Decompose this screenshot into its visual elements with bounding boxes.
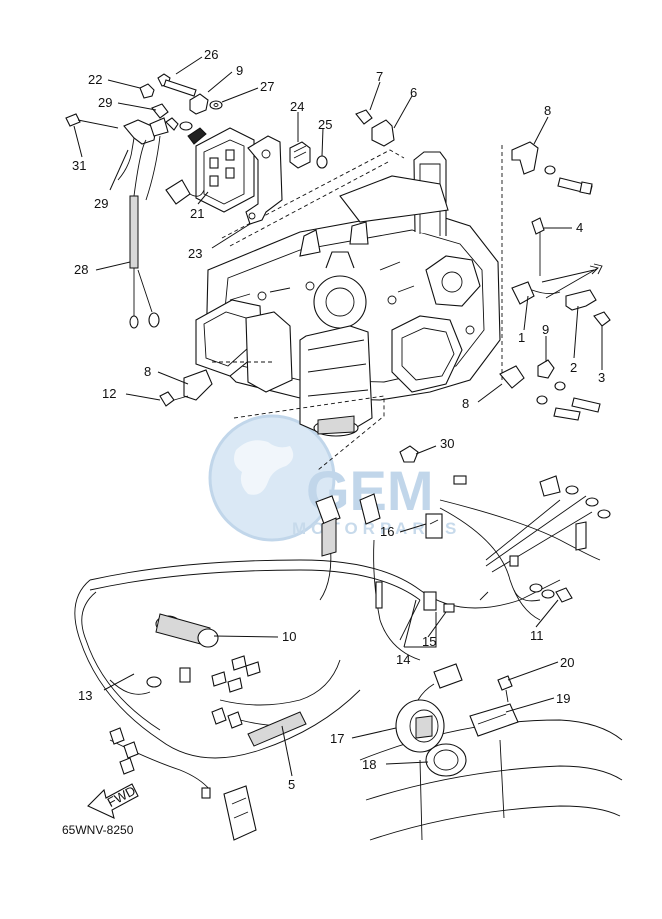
callout-13: 13 bbox=[78, 688, 92, 703]
callout-14: 14 bbox=[396, 652, 410, 667]
callout-11: 11 bbox=[530, 628, 544, 643]
callout-8b: 8 bbox=[144, 364, 151, 379]
callout-21: 21 bbox=[190, 206, 204, 221]
callout-26: 26 bbox=[204, 47, 218, 62]
callout-24: 24 bbox=[290, 99, 304, 114]
left-bracket-parts bbox=[159, 369, 213, 407]
callout-9a: 9 bbox=[236, 63, 243, 78]
callout-27: 27 bbox=[260, 79, 274, 94]
callout-6: 6 bbox=[410, 85, 417, 100]
callout-22: 22 bbox=[88, 72, 102, 87]
bolt-30 bbox=[399, 445, 419, 463]
callout-18: 18 bbox=[362, 757, 376, 772]
callout-20: 20 bbox=[560, 655, 574, 670]
callout-19: 19 bbox=[556, 691, 570, 706]
callout-12: 12 bbox=[102, 386, 116, 401]
engine-block bbox=[195, 145, 503, 471]
ignition-coil-assembly bbox=[65, 73, 283, 329]
callout-2: 2 bbox=[570, 360, 577, 375]
callout-29b: 29 bbox=[94, 196, 108, 211]
fwd-arrow-icon: FWD bbox=[87, 783, 139, 819]
callout-29a: 29 bbox=[98, 95, 112, 110]
callout-8a: 8 bbox=[544, 103, 551, 118]
callout-labels: 26 9 27 22 29 31 29 21 23 24 25 7 6 8 4 … bbox=[72, 47, 605, 792]
wire-harness bbox=[74, 475, 611, 841]
callout-1: 1 bbox=[518, 330, 525, 345]
right-bracket-parts bbox=[499, 141, 611, 421]
callout-31: 31 bbox=[72, 158, 86, 173]
leader-lines bbox=[73, 56, 603, 777]
callout-9b: 9 bbox=[542, 322, 549, 337]
fwd-label: FWD bbox=[105, 783, 138, 810]
callout-5: 5 bbox=[288, 777, 295, 792]
callout-16: 16 bbox=[380, 524, 394, 539]
callout-17: 17 bbox=[330, 731, 344, 746]
diagram-code: 65WNV-8250 bbox=[62, 823, 134, 837]
callout-25: 25 bbox=[318, 117, 332, 132]
callout-7: 7 bbox=[376, 69, 383, 84]
callout-30: 30 bbox=[440, 436, 454, 451]
callout-23: 23 bbox=[188, 246, 202, 261]
upper-small-parts bbox=[289, 109, 395, 169]
callout-8c: 8 bbox=[462, 396, 469, 411]
callout-4: 4 bbox=[576, 220, 583, 235]
callout-3: 3 bbox=[598, 370, 605, 385]
switch-panel-assembly bbox=[359, 663, 623, 841]
watermark-continent-icon bbox=[234, 440, 294, 495]
callout-15: 15 bbox=[422, 634, 436, 649]
callout-10: 10 bbox=[282, 629, 296, 644]
callout-28: 28 bbox=[74, 262, 88, 277]
